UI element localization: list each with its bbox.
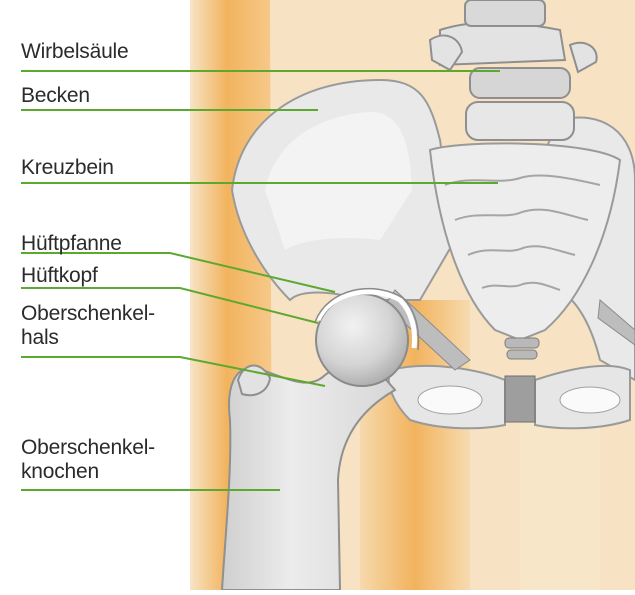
femoral-head [316,294,408,386]
pubic-symphysis [505,376,535,422]
label-oberschenkelknochen-line2: knochen [21,460,155,484]
obturator-left [418,386,482,414]
label-wirbelsaeule: Wirbelsäule [21,40,129,64]
label-oberschenkelhals-line1: Oberschenkel- [21,302,155,326]
label-oberschenkelknochen: Oberschenkel- knochen [21,436,155,484]
label-oberschenkelknochen-line1: Oberschenkel- [21,436,155,460]
obturator-right [560,387,620,413]
coccyx [505,338,539,359]
label-kreuzbein: Kreuzbein [21,156,114,180]
label-hueftkopf: Hüftkopf [21,264,98,288]
label-oberschenkelhals: Oberschenkel- hals [21,302,155,350]
label-becken: Becken [21,84,90,108]
label-hueftpfanne: Hüftpfanne [21,232,122,256]
label-oberschenkelhals-line2: hals [21,326,155,350]
